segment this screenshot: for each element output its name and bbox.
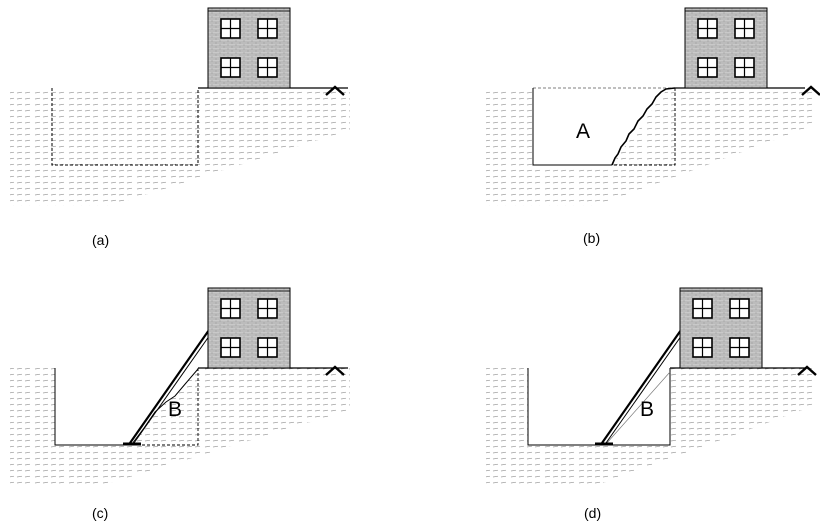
window-icon: [729, 337, 750, 358]
panel-a: (a): [10, 7, 350, 248]
window-icon: [257, 337, 278, 358]
building: [207, 7, 291, 89]
ground-level-chevron-icon: [797, 365, 817, 376]
soil-mass: [486, 88, 816, 206]
window-icon: [729, 298, 750, 319]
ground-level-chevron-icon: [325, 85, 345, 96]
window-icon: [692, 337, 713, 358]
window-icon: [220, 18, 241, 39]
window-icon: [220, 57, 241, 78]
window-icon: [257, 57, 278, 78]
panel-d: B (d): [486, 287, 817, 521]
excavation-outline: [54, 368, 130, 446]
panel-caption: (c): [92, 505, 108, 521]
inclined-strut: [133, 331, 213, 444]
window-icon: [697, 57, 718, 78]
building: [207, 287, 291, 369]
ground-level-chevron-icon: [325, 365, 345, 376]
zone-label: A: [576, 120, 590, 143]
planned-wall-line: [612, 88, 676, 166]
panel-c: B (c): [10, 287, 350, 521]
window-icon: [734, 57, 755, 78]
panel-caption: (a): [92, 232, 109, 248]
window-icon: [697, 18, 718, 39]
planned-wall-line: [130, 368, 199, 446]
failure-slope: [611, 87, 676, 166]
panel-b: A (b): [486, 7, 820, 246]
building: [684, 7, 768, 89]
window-icon: [257, 18, 278, 39]
zone-label: B: [640, 398, 654, 421]
soil-contact-line: [605, 371, 671, 445]
panel-caption: (b): [583, 230, 600, 246]
window-icon: [734, 18, 755, 39]
inclined-strut: [601, 329, 682, 444]
excavation-outline: [532, 88, 612, 166]
inclined-strut: [605, 331, 685, 444]
window-icon: [692, 298, 713, 319]
soil-mass: [10, 368, 350, 486]
building: [679, 287, 763, 369]
inclined-strut: [129, 329, 210, 444]
ground-level-chevron-icon: [801, 85, 820, 96]
window-icon: [220, 298, 241, 319]
window-icon: [257, 298, 278, 319]
soil-mass: [486, 368, 816, 486]
panel-caption: (d): [584, 505, 601, 521]
zone-label: B: [168, 398, 182, 421]
soil-mass: [10, 88, 350, 206]
window-icon: [220, 337, 241, 358]
planned-excavation-outline: [51, 88, 199, 166]
